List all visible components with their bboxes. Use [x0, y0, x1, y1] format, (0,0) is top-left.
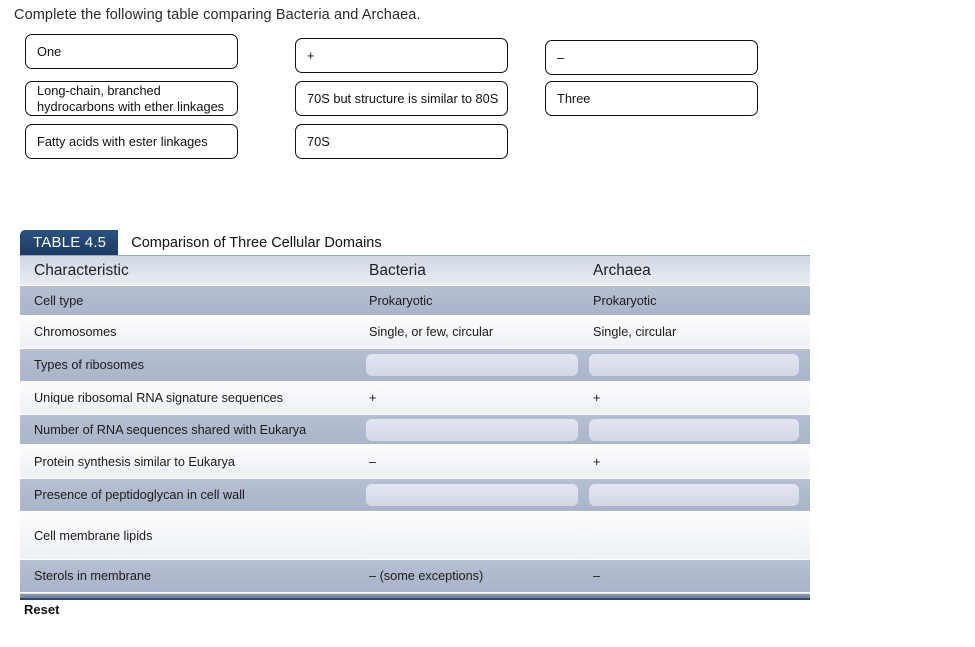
archaea-value: – [593, 569, 601, 583]
table-row: Chromosomes Single, or few, circular Singl… [20, 316, 810, 349]
tile-label: Fatty acids with ester linkages [37, 133, 208, 149]
table-row: Number of RNA sequences shared with Euka… [20, 415, 810, 445]
table-row: Cell type Prokaryotic Prokaryotic [20, 286, 810, 316]
table-bottom-rule [20, 593, 810, 600]
dropzone-bacteria[interactable] [366, 516, 578, 555]
cell-characteristic: Unique ribosomal RNA signature sequences [20, 389, 353, 407]
cell-archaea[interactable] [589, 516, 810, 555]
table-number-badge: TABLE 4.5 [20, 230, 119, 255]
cell-characteristic: Cell type [20, 292, 353, 310]
characteristic-label: Unique ribosomal RNA signature sequences [34, 391, 283, 405]
dropzone-bacteria[interactable] [366, 354, 578, 376]
reset-button[interactable]: Reset [24, 602, 60, 617]
cell-characteristic: Number of RNA sequences shared with Euka… [20, 421, 353, 439]
characteristic-label: Number of RNA sequences shared with Euka… [34, 422, 307, 437]
bacteria-value: Prokaryotic [369, 293, 433, 308]
cell-archaea[interactable] [589, 484, 810, 506]
cell-characteristic: Cell membrane lipids [20, 527, 353, 545]
cell-archaea: Single, circular [589, 323, 810, 341]
characteristic-label: Cell type [34, 293, 84, 308]
cell-characteristic: Types of ribosomes [20, 356, 353, 374]
cell-archaea: – [589, 567, 810, 585]
characteristic-label: Types of ribosomes [34, 358, 145, 372]
tile-label: Long-chain, branched hydrocarbons with e… [37, 83, 225, 114]
dropzone-bacteria[interactable] [366, 418, 578, 441]
cell-bacteria[interactable] [353, 516, 589, 555]
tile-70s[interactable]: 70S [295, 124, 508, 159]
dropzone-archaea[interactable] [589, 354, 799, 376]
cell-archaea: + [589, 453, 810, 471]
characteristic-label: Sterols in membrane [34, 569, 152, 583]
table-row: Protein synthesis similar to Eukarya – + [20, 445, 810, 479]
tile-label: + [307, 47, 315, 63]
dropzone-archaea[interactable] [589, 516, 799, 555]
tile-label: – [557, 49, 565, 65]
table-row: Presence of peptidoglycan in cell wall [20, 479, 810, 512]
table-row: Unique ribosomal RNA signature sequences… [20, 382, 810, 415]
tile-one[interactable]: One [25, 34, 238, 69]
tile-label: 70S [307, 133, 330, 149]
tile-three[interactable]: Three [545, 81, 758, 116]
table-row: Cell membrane lipids [20, 512, 810, 560]
bacteria-value: Single, or few, circular [369, 325, 494, 339]
cell-characteristic: Presence of peptidoglycan in cell wall [20, 486, 353, 504]
table-caption: TABLE 4.5 Comparison of Three Cellular D… [20, 230, 810, 256]
bacteria-value: – [369, 454, 377, 469]
cell-bacteria[interactable] [353, 418, 589, 441]
characteristic-label: Cell membrane lipids [34, 528, 153, 543]
archaea-value: + [593, 391, 601, 405]
cell-archaea[interactable] [589, 418, 810, 441]
cell-bacteria[interactable] [353, 484, 589, 506]
bacteria-value: + [369, 391, 377, 405]
table-row: Sterols in membrane – (some exceptions) – [20, 560, 810, 593]
dropzone-bacteria[interactable] [366, 484, 578, 506]
dropzone-archaea[interactable] [589, 418, 799, 441]
tile-ether-lipids[interactable]: Long-chain, branched hydrocarbons with e… [25, 81, 238, 116]
tile-label: Three [557, 90, 591, 106]
bacteria-value: – (some exceptions) [369, 569, 484, 583]
tile-ester-lipids[interactable]: Fatty acids with ester linkages [25, 124, 238, 159]
cell-bacteria: + [353, 389, 589, 407]
table-header-row: Characteristic Bacteria Archaea [20, 256, 810, 286]
cell-bacteria: Prokaryotic [353, 292, 589, 310]
cell-bacteria: Single, or few, circular [353, 323, 589, 341]
cell-characteristic: Protein synthesis similar to Eukarya [20, 453, 353, 471]
cell-bacteria: – (some exceptions) [353, 567, 589, 585]
characteristic-label: Presence of peptidoglycan in cell wall [34, 488, 245, 502]
table-title: Comparison of Three Cellular Domains [118, 230, 810, 255]
column-header-archaea: Archaea [593, 261, 651, 279]
table-row: Types of ribosomes [20, 349, 810, 382]
cell-characteristic: Sterols in membrane [20, 567, 353, 585]
archaea-value: Single, circular [593, 325, 677, 339]
comparison-table: TABLE 4.5 Comparison of Three Cellular D… [20, 230, 810, 600]
tile-minus[interactable]: – [545, 40, 758, 75]
tile-label: One [37, 43, 62, 59]
cell-archaea[interactable] [589, 354, 810, 376]
page-title: Complete the following table comparing B… [14, 7, 421, 23]
dropzone-archaea[interactable] [589, 484, 799, 506]
cell-characteristic: Chromosomes [20, 323, 353, 341]
archaea-value: + [593, 454, 601, 469]
column-header-bacteria: Bacteria [369, 261, 426, 279]
tile-plus[interactable]: + [295, 38, 508, 73]
tile-label: 70S but structure is similar to 80S [307, 90, 499, 106]
cell-archaea: + [589, 389, 810, 407]
cell-archaea: Prokaryotic [589, 292, 810, 310]
tile-70s-like-80s[interactable]: 70S but structure is similar to 80S [295, 81, 508, 116]
column-header-characteristic: Characteristic [34, 261, 129, 279]
archaea-value: Prokaryotic [593, 293, 657, 308]
cell-bacteria[interactable] [353, 354, 589, 376]
characteristic-label: Protein synthesis similar to Eukarya [34, 454, 235, 469]
characteristic-label: Chromosomes [34, 325, 117, 339]
cell-bacteria: – [353, 453, 589, 471]
